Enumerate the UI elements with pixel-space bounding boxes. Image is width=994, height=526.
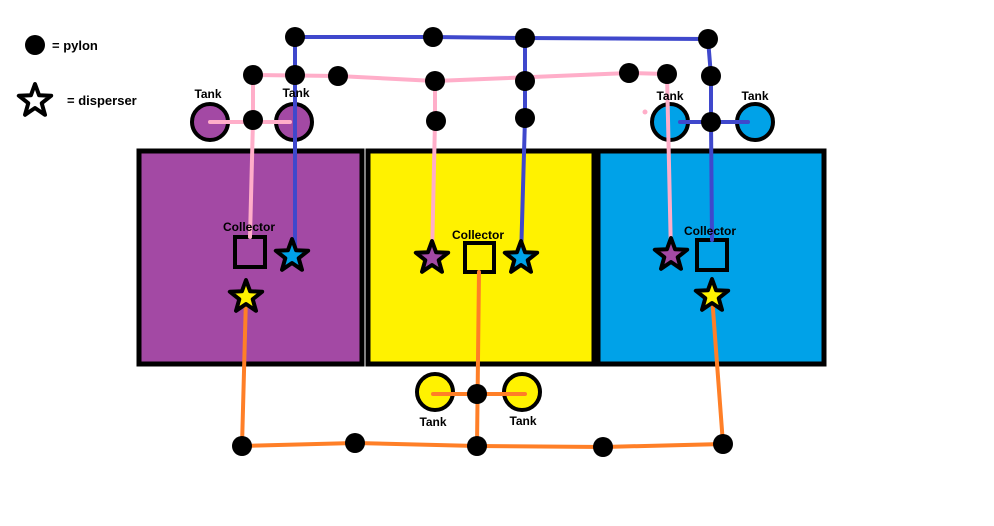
pylon (619, 63, 639, 83)
pylon (657, 64, 677, 84)
pylon (285, 65, 305, 85)
disperser-yellow-icon (227, 278, 265, 313)
tank-label: Tank (509, 414, 536, 428)
yellow-zone (365, 148, 597, 367)
dispersers (227, 236, 731, 313)
tank-label: Tank (656, 89, 683, 103)
pylon (243, 110, 263, 130)
legend-pylon-label: = pylon (52, 38, 98, 53)
pylon (328, 66, 348, 86)
pylon (425, 71, 445, 91)
pylon (426, 111, 446, 131)
pylon (285, 27, 305, 47)
tank-label: Tank (282, 86, 309, 100)
disperser-purple-icon (652, 236, 690, 271)
legend-disperser-label: = disperser (67, 93, 137, 108)
pylon (467, 436, 487, 456)
pylon (515, 108, 535, 128)
tank-label: Tank (194, 87, 221, 101)
pylon (243, 65, 263, 85)
disperser-purple-icon (413, 239, 451, 274)
tank-label: Tank (741, 89, 768, 103)
collector-label: Collector (684, 224, 736, 238)
pylon (593, 437, 613, 457)
pylon (701, 112, 721, 132)
tank-label: Tank (419, 415, 446, 429)
pylon (345, 433, 365, 453)
disperser-cyan-icon (502, 239, 540, 274)
pylons (232, 27, 733, 457)
pylon (515, 28, 535, 48)
star-icon (16, 82, 54, 117)
disperser-cyan-icon (273, 237, 311, 272)
pylon (701, 66, 721, 86)
collector-label: Collector (452, 228, 504, 242)
legend-disperser-icon (16, 82, 54, 117)
legend-pylon-icon (25, 35, 45, 55)
pylon (423, 27, 443, 47)
pylon (698, 29, 718, 49)
disperser-yellow-icon (693, 277, 731, 312)
pylon (515, 71, 535, 91)
pylon (467, 384, 487, 404)
collector-label: Collector (223, 220, 275, 234)
pylon (713, 434, 733, 454)
pylon (232, 436, 252, 456)
